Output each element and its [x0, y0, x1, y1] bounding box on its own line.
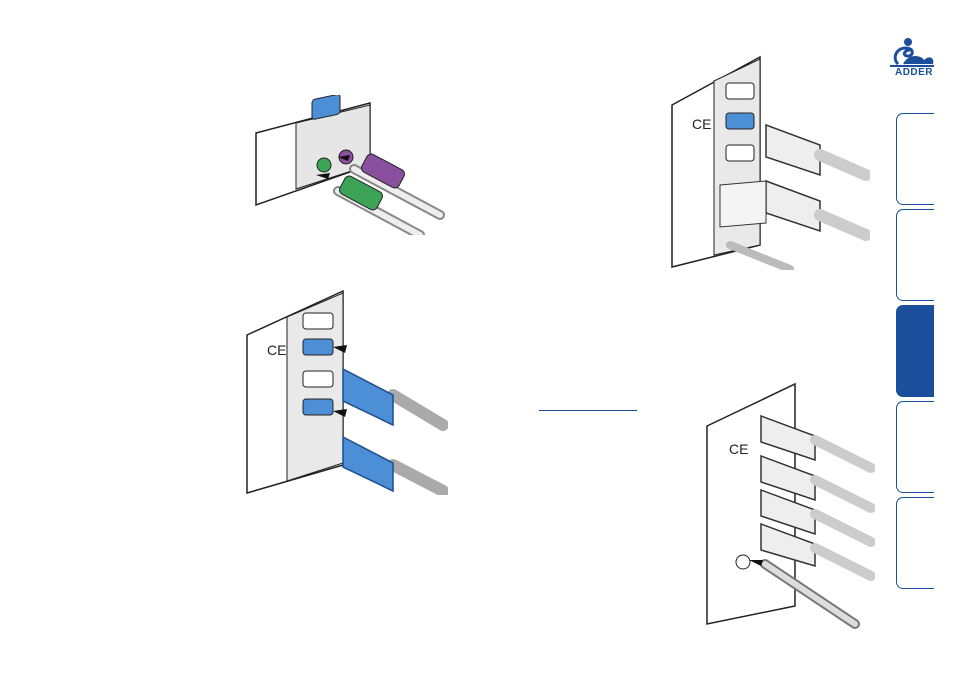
ps2-keyboard-mouse-illustration	[250, 95, 450, 235]
adder-logo-text: ADDER	[888, 67, 940, 78]
vga-grey-cables-illustration: CE	[670, 55, 870, 270]
side-tab-4[interactable]	[896, 401, 934, 493]
side-tab-5[interactable]	[896, 497, 934, 589]
ce-mark: CE	[729, 441, 748, 457]
side-tab-2[interactable]	[896, 209, 934, 301]
link-underline[interactable]	[539, 410, 637, 411]
vga-video-illustration: CE	[243, 285, 448, 495]
side-tab-3-active[interactable]	[896, 305, 934, 397]
ce-mark: CE	[267, 342, 286, 358]
power-connection-illustration: CE	[705, 380, 875, 635]
ce-mark: CE	[692, 116, 711, 132]
side-tab-1[interactable]	[896, 113, 934, 205]
